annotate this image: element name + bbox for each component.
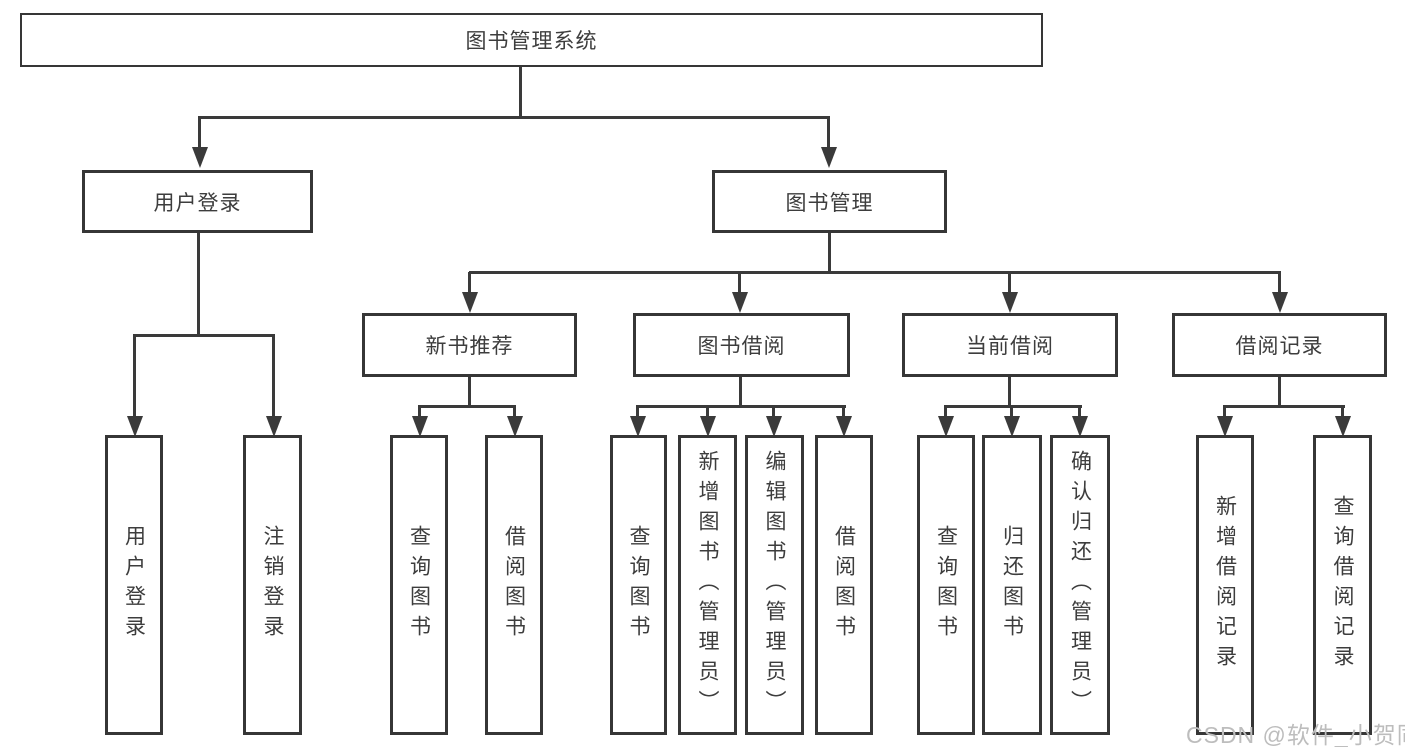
arrow-to-leaf bbox=[699, 406, 716, 437]
arrow-to-borrowing-records bbox=[1271, 272, 1288, 313]
leaf-label: 用户登录 bbox=[122, 525, 146, 645]
node-label: 当前借阅 bbox=[966, 335, 1054, 358]
leaf-label: 新增图书（管理员） bbox=[696, 450, 719, 720]
arrow-to-leaf bbox=[1003, 406, 1020, 437]
connector-borrowing-records-stub bbox=[1278, 376, 1281, 407]
node-user-login: 用户登录 bbox=[82, 170, 313, 233]
leaf-label: 归还图书 bbox=[1000, 525, 1024, 645]
arrow-to-leaf bbox=[1071, 406, 1088, 437]
connector-current-borrowing-stub bbox=[1008, 376, 1011, 407]
leaf-query-books-current: 查询图书 bbox=[917, 435, 975, 735]
node-label: 图书借阅 bbox=[697, 335, 786, 358]
connector-current-borrowing-branch bbox=[944, 405, 1082, 408]
arrow-to-leaf bbox=[506, 406, 523, 437]
arrow-to-leaf-user-login bbox=[126, 335, 143, 437]
connector-root-stub bbox=[519, 66, 522, 119]
node-borrowing-records: 借阅记录 bbox=[1172, 313, 1387, 377]
connector-user-login-stub bbox=[197, 232, 200, 336]
connector-book-borrowing-stub bbox=[739, 376, 742, 407]
connector-book-borrowing-branch bbox=[636, 405, 846, 408]
node-label: 图书管理 bbox=[785, 191, 874, 215]
connector-root-branch bbox=[198, 116, 830, 119]
node-book-management: 图书管理 bbox=[712, 170, 947, 233]
leaf-add-books-admin: 新增图书（管理员） bbox=[678, 435, 737, 735]
arrow-to-leaf bbox=[937, 406, 954, 437]
leaf-query-books-borrowing: 查询图书 bbox=[610, 435, 667, 735]
leaf-query-books-newbooks: 查询图书 bbox=[390, 435, 448, 735]
arrow-to-leaf-logout bbox=[265, 335, 282, 437]
leaf-label: 查询借阅记录 bbox=[1331, 495, 1354, 675]
leaf-confirm-return-admin: 确认归还（管理员） bbox=[1050, 435, 1110, 735]
leaf-borrow-books-borrowing: 借阅图书 bbox=[815, 435, 873, 735]
arrow-to-leaf bbox=[411, 406, 428, 437]
node-book-borrowing: 图书借阅 bbox=[633, 313, 850, 377]
leaf-label: 查询图书 bbox=[407, 525, 431, 645]
leaf-label: 新增借阅记录 bbox=[1213, 495, 1237, 675]
arrow-to-user-login bbox=[191, 117, 208, 168]
node-label: 用户登录 bbox=[153, 191, 242, 215]
connector-book-management-branch bbox=[469, 271, 1281, 274]
arrow-to-leaf bbox=[835, 406, 852, 437]
arrow-to-leaf bbox=[1334, 406, 1351, 437]
arrow-to-book-borrowing bbox=[731, 272, 748, 313]
connector-new-books-branch bbox=[418, 405, 516, 408]
arrow-to-leaf bbox=[765, 406, 782, 437]
arrow-to-current-borrowing bbox=[1001, 272, 1018, 313]
leaf-edit-books-admin: 编辑图书（管理员） bbox=[745, 435, 804, 735]
leaf-label: 查询图书 bbox=[934, 525, 958, 645]
csdn-watermark: CSDN @软件_小贺同学 bbox=[1186, 722, 1405, 747]
leaf-label: 注销登录 bbox=[261, 525, 284, 645]
leaf-label: 确认归还（管理员） bbox=[1068, 450, 1092, 720]
node-current-borrowing: 当前借阅 bbox=[902, 313, 1118, 377]
node-label: 新书推荐 bbox=[425, 335, 514, 358]
arrow-to-leaf bbox=[1216, 406, 1233, 437]
node-label: 图书管理系统 bbox=[465, 30, 598, 53]
node-new-book-recommendation: 新书推荐 bbox=[362, 313, 577, 377]
connector-new-books-stub bbox=[468, 376, 471, 407]
leaf-query-borrowing-record: 查询借阅记录 bbox=[1313, 435, 1372, 735]
node-label: 借阅记录 bbox=[1235, 335, 1324, 358]
leaf-user-login: 用户登录 bbox=[105, 435, 163, 735]
leaf-return-books: 归还图书 bbox=[982, 435, 1042, 735]
arrow-to-leaf bbox=[629, 406, 646, 437]
arrow-to-new-books bbox=[461, 272, 478, 313]
leaf-label: 借阅图书 bbox=[502, 525, 526, 645]
leaf-add-borrowing-record: 新增借阅记录 bbox=[1196, 435, 1254, 735]
leaf-label: 编辑图书（管理员） bbox=[763, 450, 786, 720]
connector-borrowing-records-branch bbox=[1223, 405, 1345, 408]
node-library-management-system: 图书管理系统 bbox=[20, 13, 1043, 67]
leaf-label: 借阅图书 bbox=[832, 525, 856, 645]
arrow-to-book-management bbox=[820, 117, 837, 168]
leaf-borrow-books-newbooks: 借阅图书 bbox=[485, 435, 543, 735]
leaf-label: 查询图书 bbox=[627, 525, 650, 645]
connector-user-login-branch bbox=[133, 334, 275, 337]
connector-book-management-stub bbox=[828, 232, 831, 274]
leaf-logout: 注销登录 bbox=[243, 435, 302, 735]
